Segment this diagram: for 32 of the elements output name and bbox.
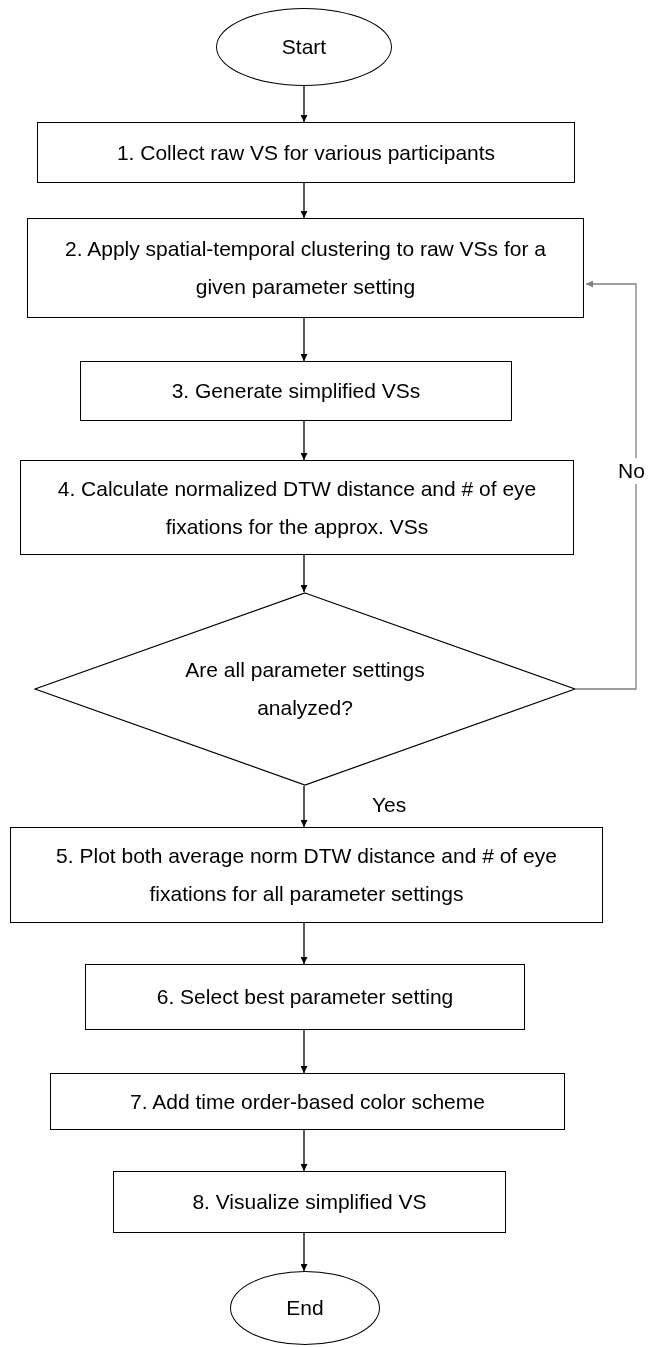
step-text: Start [281, 34, 327, 60]
edge-label: No [618, 458, 645, 484]
process-box [10, 827, 603, 923]
arrow [300, 317, 308, 362]
arrow [300, 85, 308, 123]
decision-diamond [34, 592, 576, 786]
step-text: 1. Collect raw VS for various participants [116, 139, 496, 166]
process-box [80, 361, 512, 421]
arrow [300, 554, 308, 593]
step-text: 7. Add time order-based color scheme [130, 1088, 485, 1115]
step-text: 6. Select best parameter setting [156, 984, 454, 1010]
process-box [50, 1073, 565, 1130]
process-box [85, 964, 525, 1030]
process-box [20, 460, 574, 555]
arrow [300, 1029, 308, 1074]
step-text: End [286, 1295, 324, 1321]
process-box [113, 1171, 506, 1233]
arrow [300, 1129, 308, 1172]
step-text: Are all parameter settings analyzed? [185, 657, 425, 721]
step-text: 5. Plot both average norm DTW distance and # of eye fixations for all parameter settings [55, 843, 558, 907]
process-box [27, 218, 584, 318]
step-text: 3. Generate simplified VSs [171, 378, 421, 404]
arrow [575, 280, 637, 690]
arrow [300, 182, 308, 219]
process-box [37, 122, 575, 183]
step-text: 8. Visualize simplified VS [192, 1189, 427, 1215]
step-text: 4. Calculate normalized DTW distance and # of eye fixations for the approx. VSs [56, 475, 538, 540]
arrow [300, 1232, 308, 1272]
arrow [300, 785, 308, 828]
arrow [300, 420, 308, 461]
step-text: 2. Apply spatial-temporal clustering to raw VSs for a given parameter setting [64, 236, 547, 300]
arrow [300, 922, 308, 965]
